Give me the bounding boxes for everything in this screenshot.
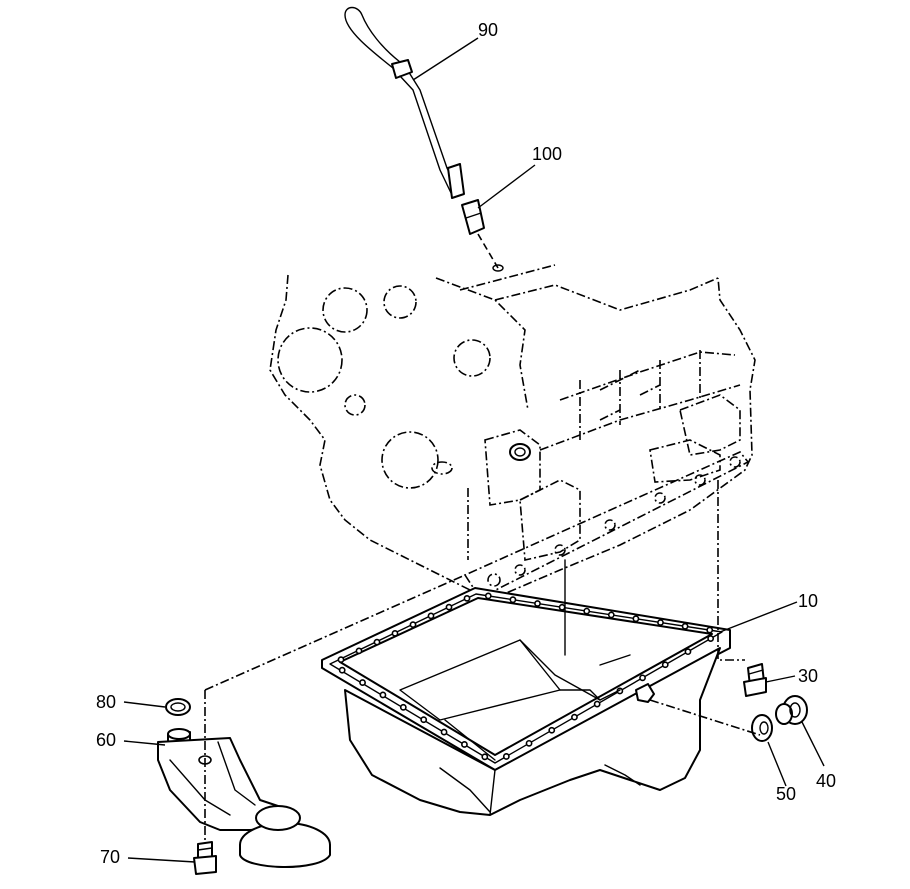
callout-80: 80 — [96, 692, 116, 712]
gasket-hole — [463, 594, 471, 602]
engine-block — [269, 264, 756, 601]
dipstick — [344, 6, 465, 199]
bolt-70 — [193, 841, 217, 875]
gasket-hole — [583, 607, 591, 615]
gasket-hole — [355, 647, 363, 655]
washer-50 — [751, 714, 773, 742]
callout-50: 50 — [776, 784, 796, 804]
gasket-hole — [502, 753, 510, 760]
leader-90 — [412, 37, 479, 81]
gasket-hole — [379, 691, 387, 699]
block-hole-6 — [381, 431, 439, 489]
leader-80 — [123, 701, 166, 708]
oil-pan — [344, 559, 721, 816]
leader-lines — [123, 37, 825, 863]
gasket-hole — [534, 600, 541, 607]
gasket-hole — [399, 703, 407, 711]
gasket-hole — [639, 674, 646, 682]
gasket-hole — [427, 612, 435, 620]
gasket-hole — [337, 656, 345, 664]
gasket-hole — [509, 596, 517, 604]
gasket-hole — [706, 626, 714, 634]
gasket-hole — [391, 629, 399, 637]
gasket-hole — [420, 716, 428, 724]
block-hole-1 — [322, 287, 368, 333]
gasket-hole — [409, 621, 417, 629]
gasket-hole — [632, 615, 640, 623]
callout-70: 70 — [100, 847, 120, 867]
gasket-hole — [445, 603, 453, 611]
callout-90: 90 — [478, 20, 498, 40]
gasket-hole — [525, 739, 533, 747]
gasket-hole — [338, 666, 346, 674]
block-hole-5 — [344, 394, 366, 416]
block-hole-4 — [453, 339, 491, 377]
callout-30: 30 — [798, 666, 818, 686]
oil-strainer-60 — [157, 728, 331, 868]
leader-100 — [477, 164, 536, 209]
gasket-hole — [359, 679, 366, 686]
bolt-30 — [743, 663, 767, 697]
gasket-hole — [684, 648, 692, 656]
leader-50 — [767, 741, 787, 787]
gasket-hole — [571, 713, 578, 721]
gasket-bolt-holes — [337, 592, 715, 761]
gasket-hole — [593, 700, 601, 708]
callout-100: 100 — [532, 144, 562, 164]
gasket-hole — [661, 661, 669, 669]
callout-60: 60 — [96, 730, 116, 750]
gasket-hole — [548, 726, 556, 734]
callout-labels: 90 100 10 30 40 50 60 70 80 — [96, 20, 836, 867]
leader-70 — [127, 857, 196, 863]
dipstick-guide — [461, 199, 504, 272]
gasket-hole — [657, 619, 664, 626]
gasket-hole — [461, 741, 468, 748]
leader-30 — [765, 675, 796, 683]
callout-40: 40 — [816, 771, 836, 791]
block-hole-2 — [383, 285, 417, 319]
gasket-hole — [607, 611, 615, 619]
leader-10 — [719, 601, 798, 633]
o-ring-80 — [165, 698, 191, 716]
gasket-hole — [681, 622, 689, 630]
assembly-lines — [204, 480, 761, 840]
gasket-hole — [481, 753, 489, 761]
dipstick-port — [509, 443, 531, 461]
drain-plug-40 — [775, 695, 808, 725]
leader-60 — [123, 740, 166, 746]
gasket-hole — [440, 728, 448, 736]
gasket-hole — [373, 638, 381, 646]
leader-40 — [801, 721, 825, 767]
gasket-hole — [707, 635, 715, 642]
gasket-hole — [484, 592, 492, 600]
oil-pan-gasket — [321, 587, 731, 771]
callout-10: 10 — [798, 591, 818, 611]
block-hole-3 — [277, 327, 343, 393]
gasket-hole — [558, 603, 566, 611]
